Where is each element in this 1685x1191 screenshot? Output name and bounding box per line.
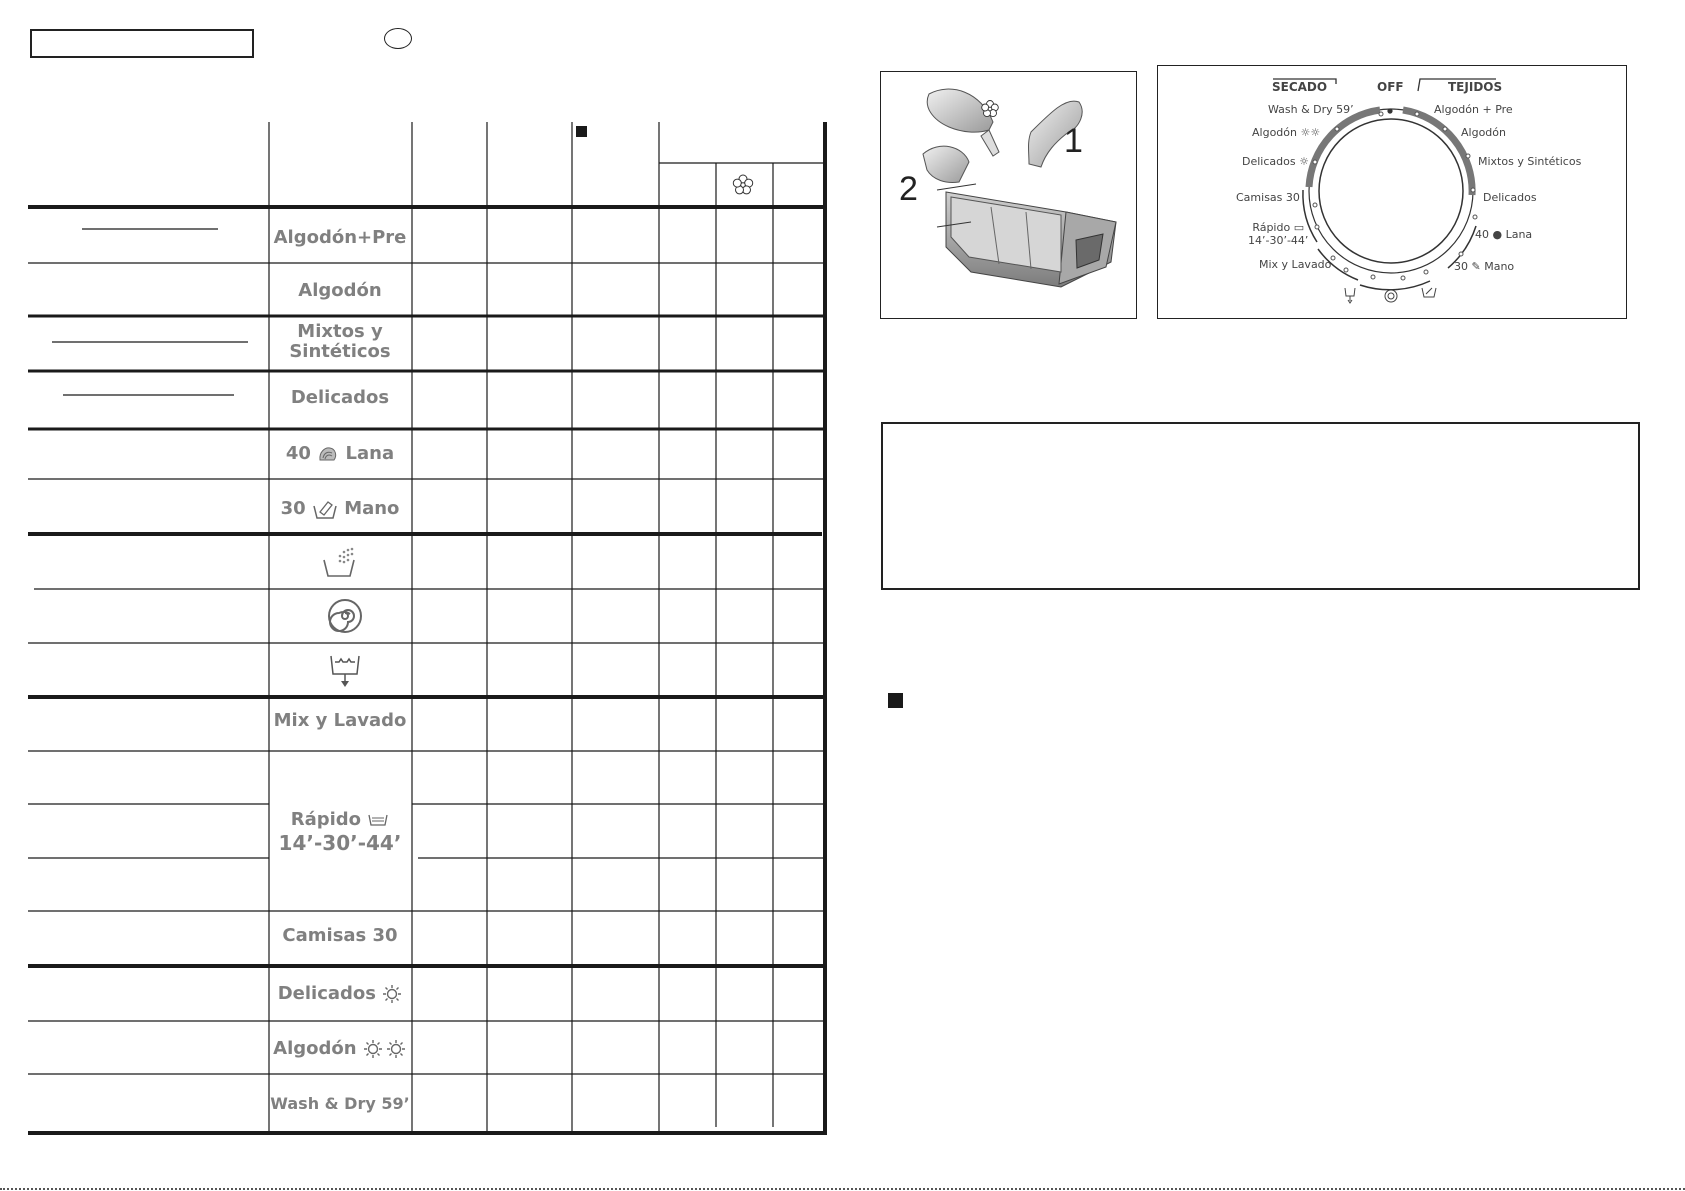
dial-camisas: Camisas 30 bbox=[1236, 191, 1300, 204]
program-mix-lavado: Mix y Lavado bbox=[273, 710, 407, 731]
program-camisas: Camisas 30 bbox=[282, 925, 398, 946]
dial-lana: 40 ● Lana bbox=[1475, 228, 1533, 241]
rinse-icon bbox=[320, 546, 360, 584]
dial-secado-header: SECADO bbox=[1272, 80, 1328, 94]
language-badge bbox=[384, 28, 412, 49]
detergent-drawer-illustration bbox=[922, 88, 1117, 288]
dial-rapido: Rápido ▭14’-30’-44’ bbox=[1248, 221, 1309, 247]
section-marker bbox=[888, 693, 903, 708]
program-dial-illustration bbox=[1273, 78, 1496, 304]
drain-icon bbox=[327, 652, 363, 694]
program-delicados-dry: Delicados bbox=[268, 984, 412, 1004]
softener-flower-icon bbox=[981, 100, 999, 118]
program-table-grid bbox=[28, 122, 827, 1135]
program-delicados: Delicados bbox=[290, 387, 390, 408]
spin-icon bbox=[327, 598, 363, 638]
detergent-drawer-figure: 1 2 bbox=[880, 71, 1137, 319]
dial-algodon-dry: Algodón ☼☼ bbox=[1252, 126, 1321, 139]
softener-flower-icon bbox=[732, 174, 754, 195]
double-sun-icon bbox=[363, 1040, 405, 1058]
dial-delicados: Delicados bbox=[1483, 191, 1537, 204]
sun-icon bbox=[383, 985, 402, 1003]
dial-mix-lavado: Mix y Lavado bbox=[1259, 258, 1332, 271]
dial-mano: 30 ✎ Mano bbox=[1454, 260, 1515, 273]
dial-mixtos: Mixtos y Sintéticos bbox=[1478, 155, 1582, 168]
dial-off-label: OFF bbox=[1377, 80, 1404, 94]
compartment-label-2: 2 bbox=[899, 170, 918, 208]
program-algodon: Algodón bbox=[298, 280, 382, 301]
dial-delicados-dry: Delicados ☼ bbox=[1242, 155, 1309, 168]
dial-wash-dry: Wash & Dry 59’ bbox=[1268, 103, 1354, 116]
program-lana: 40 Lana bbox=[285, 443, 395, 464]
handwash-icon bbox=[313, 501, 337, 519]
program-dial-figure: SECADO OFF TEJIDOS Wash & Dry 59’ Algodó… bbox=[1157, 65, 1627, 319]
dial-algodon-pre: Algodón + Pre bbox=[1434, 103, 1513, 116]
quick-wash-icon bbox=[368, 814, 388, 826]
program-wash-dry: Wash & Dry 59’ bbox=[270, 1094, 410, 1113]
notice-box bbox=[881, 422, 1640, 590]
program-algodon-dry: Algodón bbox=[268, 1039, 412, 1059]
compartment-label-1: 1 bbox=[1064, 122, 1083, 160]
dispenser-marker bbox=[576, 126, 587, 137]
program-mano: 30 Mano bbox=[280, 498, 400, 519]
wool-icon bbox=[319, 447, 337, 461]
dial-tejidos-header: TEJIDOS bbox=[1448, 80, 1503, 94]
program-algodon-pre: Algodón+Pre bbox=[273, 227, 407, 248]
program-rapido: Rápido 14’-30’-44’ bbox=[278, 809, 402, 855]
page-edge-dotted-line bbox=[0, 1188, 1685, 1190]
header-label-box bbox=[30, 29, 254, 58]
dial-algodon: Algodón bbox=[1461, 126, 1506, 139]
